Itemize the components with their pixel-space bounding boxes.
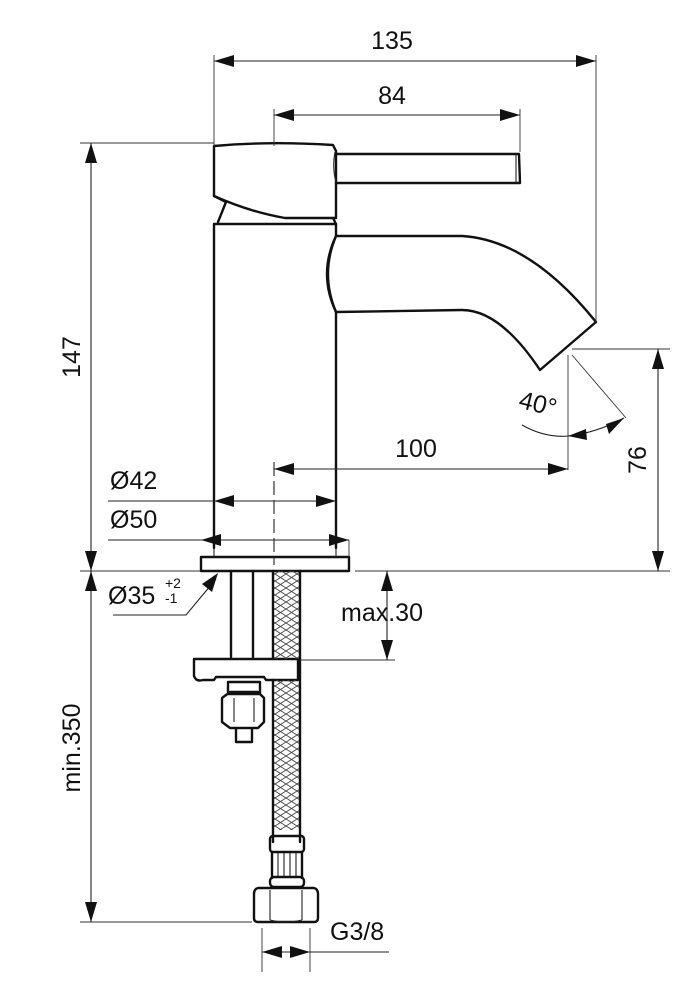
dim-base-diameter: Ø50 xyxy=(108,506,349,546)
dim-tolerance-minus: -1 xyxy=(165,590,178,606)
flexible-hose xyxy=(252,569,320,924)
hose-ferrule xyxy=(268,834,306,854)
handle-collar xyxy=(212,194,338,226)
threaded-rod xyxy=(229,569,255,659)
tap-body xyxy=(199,142,598,573)
dim-label-min350: min.350 xyxy=(58,704,86,793)
connector-nut xyxy=(252,886,320,924)
dim-label-max30: max.30 xyxy=(341,599,423,627)
dim-connection-thread: G3/8 xyxy=(262,918,389,958)
lever-arm xyxy=(334,152,522,185)
lever-handle-cap xyxy=(212,142,338,220)
dim-label-76: 76 xyxy=(624,446,652,474)
dim-label-135: 135 xyxy=(371,27,413,55)
spout xyxy=(325,234,598,372)
dim-hole-diameter: Ø35 +2 -1 xyxy=(108,573,218,616)
dim-spout-angle: 40° xyxy=(516,386,625,440)
dim-tolerance-plus: +2 xyxy=(165,575,181,591)
dim-overall-height: 147 xyxy=(58,143,97,571)
base-flange xyxy=(199,555,351,573)
hose-braid-upper xyxy=(273,571,300,659)
dim-body-diameter: Ø42 xyxy=(108,467,336,507)
dim-label-40deg: 40° xyxy=(516,386,559,422)
dim-label-g38: G3/8 xyxy=(330,918,384,946)
dim-label-dia35: Ø35 xyxy=(108,582,155,610)
dim-deck-thickness: max.30 xyxy=(341,571,423,660)
fixing-nut xyxy=(220,680,266,744)
extension-lines xyxy=(80,55,670,972)
dim-outlet-height: 76 xyxy=(624,349,664,571)
dim-label-dia42: Ø42 xyxy=(110,467,157,495)
dim-label-dia50: Ø50 xyxy=(110,506,157,534)
dim-spout-projection: 100 xyxy=(274,435,568,475)
hose-braid-lower xyxy=(273,680,300,830)
dim-label-147: 147 xyxy=(58,336,86,378)
dim-label-100: 100 xyxy=(395,435,437,463)
dim-lever-reach: 84 xyxy=(274,82,520,121)
body-cylinder xyxy=(212,222,338,550)
dim-min-hose-length: min.350 xyxy=(58,571,97,922)
clamp-plate xyxy=(192,657,300,682)
dim-overall-width: 135 xyxy=(214,27,596,67)
fixing-assembly xyxy=(192,569,300,744)
dim-label-84: 84 xyxy=(378,82,406,110)
